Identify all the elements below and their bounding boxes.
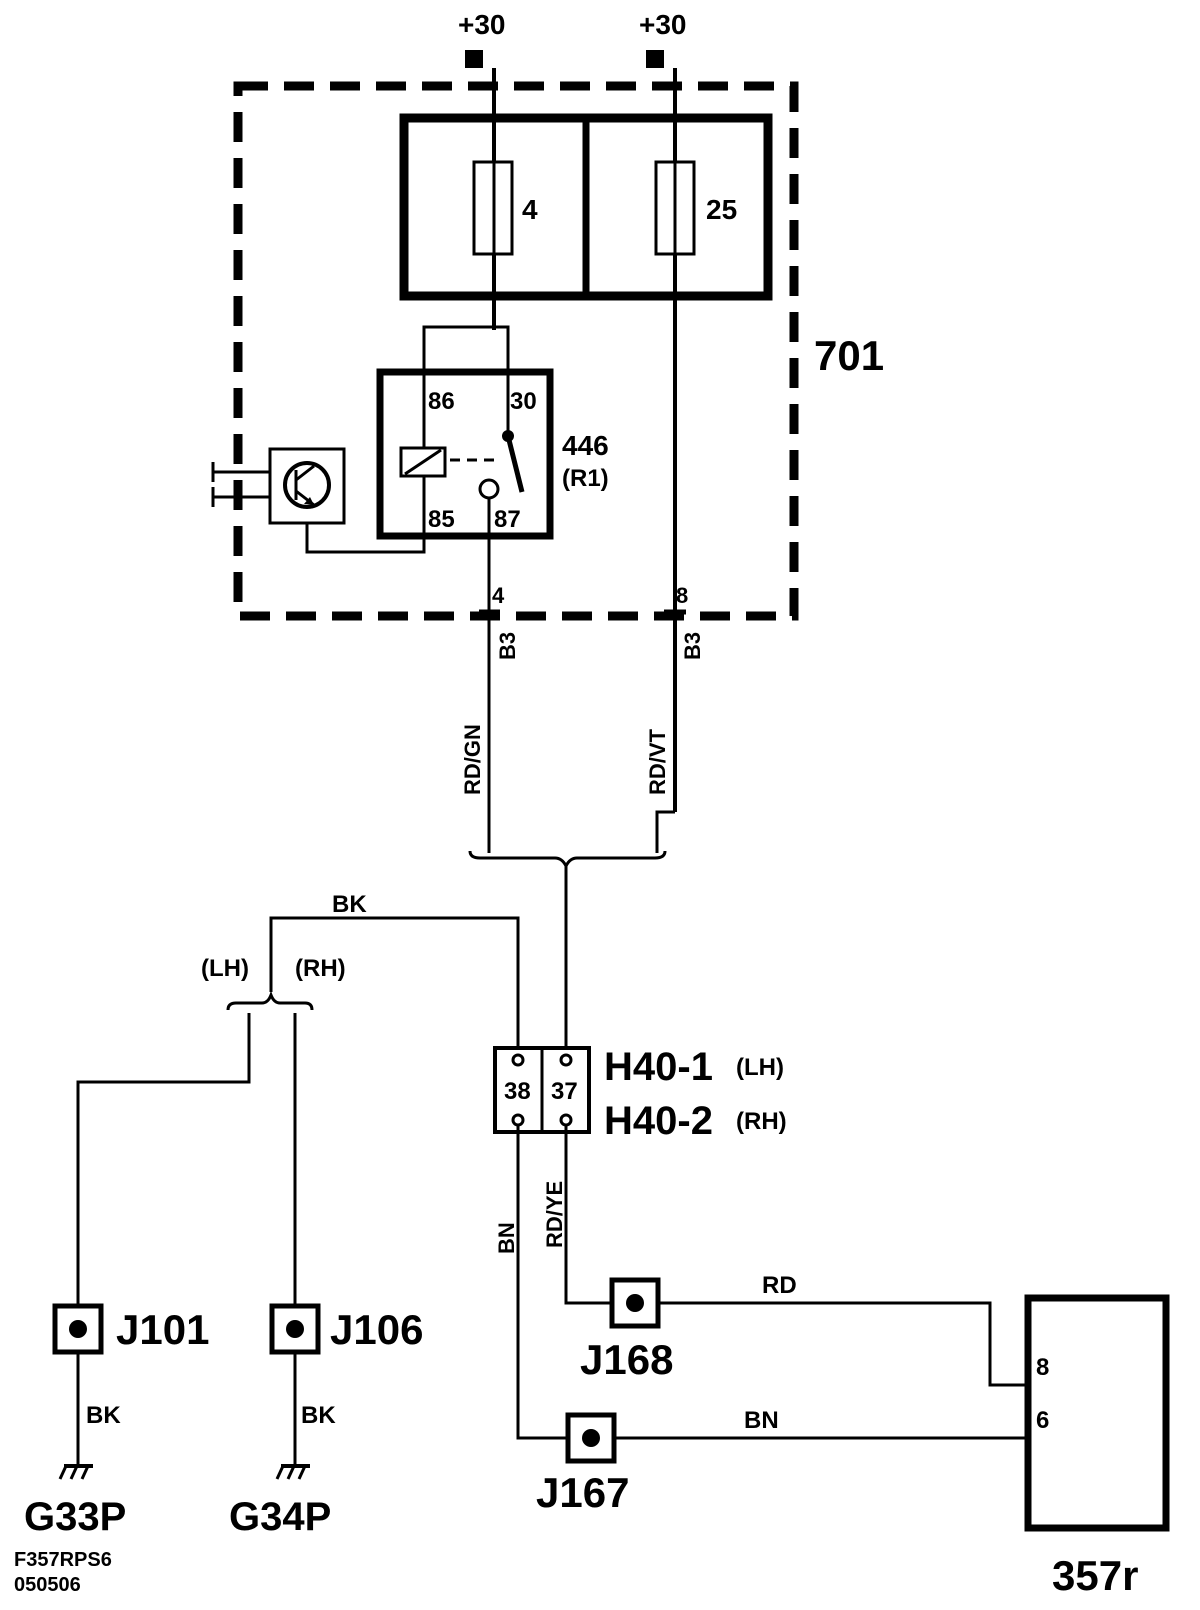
splice-j106-id: J106 (330, 1306, 423, 1353)
ground-g33p-label: G33P (24, 1495, 126, 1539)
splice-j106-wire: BK (301, 1402, 336, 1429)
splice-j101: J101 BK (52, 1303, 209, 1466)
supply-right-terminal (646, 50, 664, 68)
variant-rh: (RH) (295, 955, 346, 982)
output-connector-4: B3 (495, 632, 520, 660)
relay-pin-30: 30 (510, 388, 537, 415)
wire-rd-vt: RD/VT (645, 728, 670, 795)
h40-wire-rd-ye: RD/YE (542, 1181, 567, 1248)
ground-branch-wire: BK (332, 891, 367, 918)
variant-bracket-bottom (226, 990, 314, 1011)
relay-body (376, 368, 554, 540)
relay-contact-87 (478, 478, 500, 500)
splice-j168-wire: RD (762, 1272, 797, 1299)
component-357r-pin-6: 6 (1036, 1407, 1049, 1434)
output-pin-4: 4 (492, 583, 505, 608)
h40-label-2: H40-2 (604, 1099, 713, 1143)
fuse-4-number: 4 (522, 194, 538, 225)
relay-driver (211, 447, 426, 554)
wire-rd-ye-from-h40 (564, 1126, 612, 1305)
supply-left: +30 (458, 9, 506, 68)
h40-pin-37: 37 (551, 1078, 578, 1105)
fuse-25-number: 25 (706, 194, 737, 225)
fusebox-output-4: 4 B3 RD/GN (460, 583, 520, 853)
h40-pin-38: 38 (504, 1078, 531, 1105)
variant-bracket-top (468, 850, 667, 870)
component-357r-id: 357r (1052, 1552, 1138, 1599)
ground-branch: BK (LH) (RH) (76, 891, 520, 1306)
relay-sub-id: (R1) (562, 465, 609, 492)
footer-ref-line2: 050506 (14, 1574, 81, 1596)
supply-right-label: +30 (639, 9, 687, 40)
fuse-block (399, 113, 773, 301)
splice-j167: J167 BN (536, 1407, 1028, 1516)
splice-j106: J106 BK (269, 1303, 423, 1466)
relay-id: 446 (562, 430, 609, 461)
relay-446: 86 30 85 87 446 (R1) (376, 296, 609, 606)
wire-rd-gn: RD/GN (460, 724, 485, 795)
splice-j168: J168 RD (580, 1272, 1028, 1387)
relay-pin-87: 87 (494, 506, 521, 533)
splice-j167-id: J167 (536, 1469, 629, 1516)
component-357r-pin-8: 8 (1036, 1354, 1049, 1381)
component-357r: 8 6 357r (1024, 1294, 1170, 1599)
h40-label-2-suffix: (RH) (736, 1108, 787, 1135)
h40-label-1-suffix: (LH) (736, 1054, 784, 1081)
fuse-box-label: 701 (814, 332, 884, 379)
wire-bn-from-h40 (516, 1126, 568, 1440)
variant-lh: (LH) (201, 955, 249, 982)
h40-wire-bn: BN (494, 1222, 519, 1254)
fuse-box-outline (233, 81, 799, 621)
fuse-4: 4 (472, 160, 538, 256)
fuse-25: 25 (654, 160, 737, 256)
relay-pin-85: 85 (428, 506, 455, 533)
splice-j167-wire: BN (744, 1407, 779, 1434)
relay-pin-86: 86 (428, 388, 455, 415)
splice-j101-id: J101 (116, 1306, 209, 1353)
supply-right: +30 (639, 9, 687, 68)
splice-j101-wire: BK (86, 1402, 121, 1429)
footer-ref-line1: F357RPS6 (14, 1549, 112, 1571)
splice-j168-id: J168 (580, 1336, 673, 1383)
ground-g34p-label: G34P (229, 1495, 331, 1539)
supply-left-terminal (465, 50, 483, 68)
ground-g34p: G34P (229, 1464, 331, 1539)
supply-left-label: +30 (458, 9, 506, 40)
connector-h40: 38 37 H40-1 (LH) H40-2 (RH) (493, 1045, 787, 1143)
output-connector-8: B3 (680, 632, 705, 660)
fusebox-output-8: 8 B3 RD/VT (645, 583, 705, 853)
relay-switch-arm (505, 435, 525, 493)
output-pin-8: 8 (676, 583, 688, 608)
h40-label-1: H40-1 (604, 1045, 713, 1089)
ground-g33p: G33P (24, 1464, 126, 1539)
